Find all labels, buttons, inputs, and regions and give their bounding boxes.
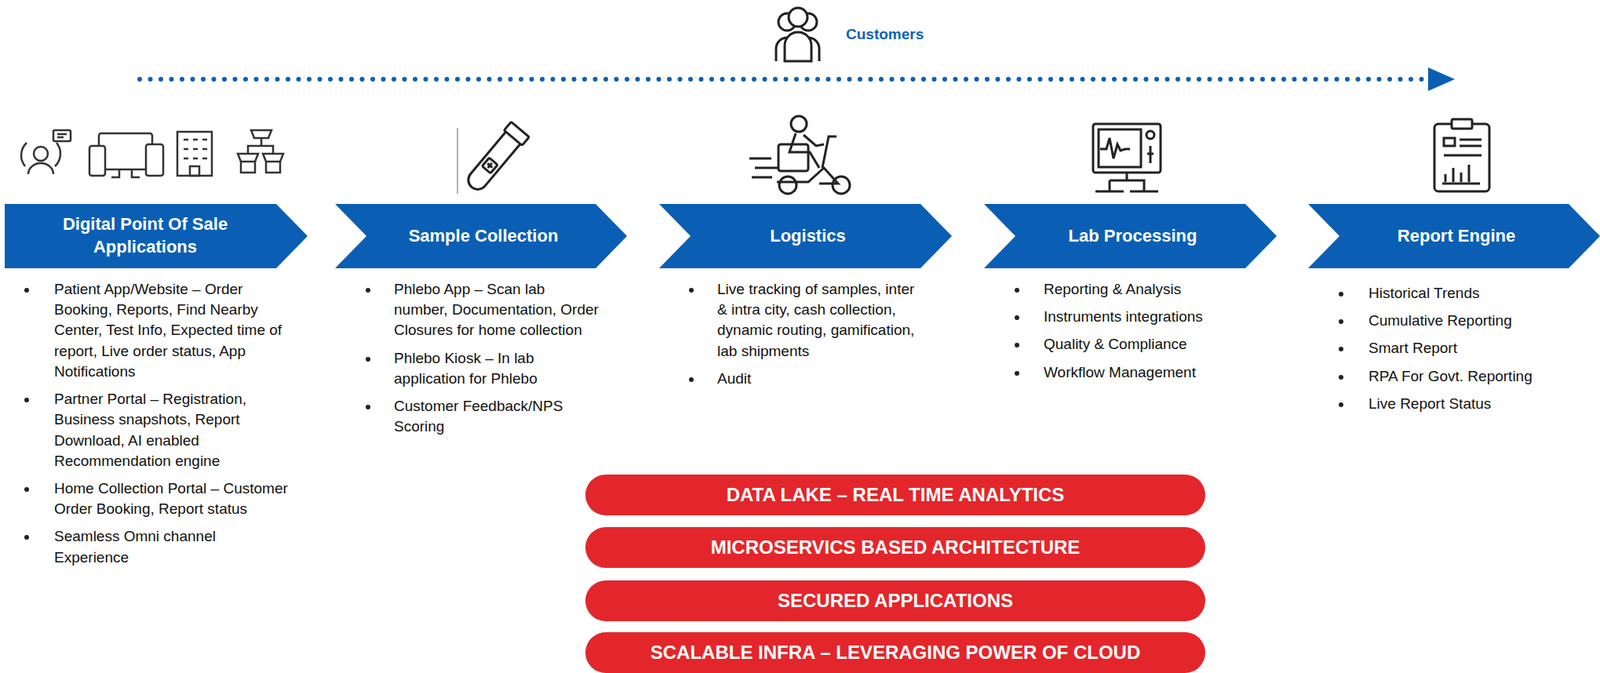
stage-title: Logistics: [769, 225, 846, 248]
stage-title-box: Logistics: [659, 204, 952, 269]
bullet-text: RPA For Govt. Reporting: [1368, 366, 1597, 387]
band-title-box: DATA LAKE – REAL TIME ANALYTICS: [585, 474, 1206, 516]
bullet-text: Smart Report: [1368, 338, 1597, 359]
bullet-text: Customer Feedback/NPS Scoring: [393, 396, 600, 438]
band-title-box: MICROSERVICS BASED ARCHITECTURE: [585, 527, 1206, 569]
bullet-dot: [24, 397, 30, 403]
platform-band: DATA LAKE – REAL TIME ANALYTICS: [585, 474, 1206, 516]
stage-title: Report Engine: [1397, 225, 1516, 248]
stage-chevron: Digital Point Of Sale Applications: [4, 204, 308, 269]
chevron-fill: [335, 204, 627, 269]
chevron-fill: [4, 204, 308, 269]
bullet-text: Phlebo Kiosk – In lab application for Ph…: [393, 348, 600, 390]
bullet-text: Audit: [717, 368, 923, 390]
pos-icons: [21, 130, 284, 178]
bullet-text: Phlebo App – Scan lab number, Documentat…: [393, 279, 600, 342]
stage-title-box: Sample Collection: [335, 204, 627, 269]
stage-title-box: Lab Processing: [984, 204, 1277, 269]
band-fill: [585, 527, 1206, 569]
stage-title: Sample Collection: [408, 225, 559, 248]
bullet-dot: [365, 357, 371, 362]
bullet-dot: [24, 287, 30, 293]
band-title: SCALABLE INFRA – LEVERAGING POWER OF CLO…: [650, 641, 1141, 664]
band-fill: [585, 580, 1206, 622]
bullet-dot: [688, 287, 694, 293]
platform-band: SCALABLE INFRA – LEVERAGING POWER OF CLO…: [585, 632, 1206, 673]
bullet-dot: [365, 404, 371, 410]
band-title: SECURED APPLICATIONS: [777, 590, 1014, 613]
bullet-text: Patient App/Website – Order Booking, Rep…: [54, 279, 290, 383]
bullet-text: Live Report Status: [1368, 393, 1597, 415]
bullet-text: Live tracking of samples, inter & intra …: [717, 279, 923, 362]
bullet-text: Quality & Compliance: [1043, 334, 1272, 355]
stage-chevron: Sample Collection: [335, 204, 627, 269]
bullet-dot: [1014, 371, 1020, 376]
chevron-fill: [659, 204, 952, 269]
bullet-dot: [688, 377, 694, 383]
lab-monitor-icon: [1093, 123, 1161, 192]
platform-band: MICROSERVICS BASED ARCHITECTURE: [585, 527, 1206, 569]
bullet-dot: [365, 287, 371, 293]
bullet-dot: [1338, 346, 1344, 352]
chevron-fill: [1308, 204, 1600, 269]
test-tube-icon: [457, 121, 529, 195]
stage-title: Lab Processing: [1068, 225, 1198, 248]
bullet-dot: [1014, 315, 1020, 321]
bullet-dot: [1014, 342, 1020, 348]
bullet-text: Reporting & Analysis: [1043, 279, 1272, 300]
bullet-text: Workflow Management: [1043, 362, 1272, 383]
band-fill: [585, 474, 1206, 516]
band-fill: [585, 632, 1206, 673]
band-title: DATA LAKE – REAL TIME ANALYTICS: [726, 484, 1065, 507]
bullet-dot: [24, 535, 30, 540]
bullet-text: Instruments integrations: [1043, 306, 1272, 328]
bullet-text: Home Collection Portal – Customer Order …: [54, 478, 290, 520]
stage-title-box: Report Engine: [1308, 204, 1600, 269]
band-title-box: SCALABLE INFRA – LEVERAGING POWER OF CLO…: [585, 632, 1206, 673]
flow-dotted-line: [139, 76, 1430, 82]
band-title: MICROSERVICS BASED ARCHITECTURE: [710, 536, 1081, 559]
bullet-text: Historical Trends: [1368, 283, 1597, 304]
stage-chevron: Lab Processing: [984, 204, 1277, 269]
bullet-text: Cumulative Reporting: [1368, 310, 1597, 332]
customers-label: Customers: [845, 25, 924, 44]
report-icon: [1434, 119, 1490, 192]
bullet-dot: [1338, 402, 1344, 408]
bullet-dot: [1014, 287, 1020, 293]
chevron-fill: [984, 204, 1277, 269]
bullet-text: Partner Portal – Registration, Business …: [54, 389, 290, 472]
bullet-dot: [1338, 375, 1344, 380]
stage-chevron: Logistics: [659, 204, 952, 269]
stage-chevron: Report Engine: [1308, 204, 1600, 269]
customers-icon: [776, 7, 820, 62]
chevron-shape: [4, 204, 308, 269]
platform-band: SECURED APPLICATIONS: [585, 580, 1206, 622]
bullet-text: Seamless Omni channel Experience: [54, 526, 290, 568]
band-title-box: SECURED APPLICATIONS: [585, 580, 1206, 622]
scooter-icon: [749, 116, 850, 194]
stage-title: Digital Point Of Sale Applications: [20, 213, 270, 259]
flow-arrowhead: [1428, 67, 1455, 92]
bullet-dot: [1338, 319, 1344, 325]
stage-title-box: Digital Point Of Sale Applications: [4, 204, 308, 269]
bullet-dot: [1338, 291, 1344, 297]
bullet-dot: [24, 487, 30, 493]
